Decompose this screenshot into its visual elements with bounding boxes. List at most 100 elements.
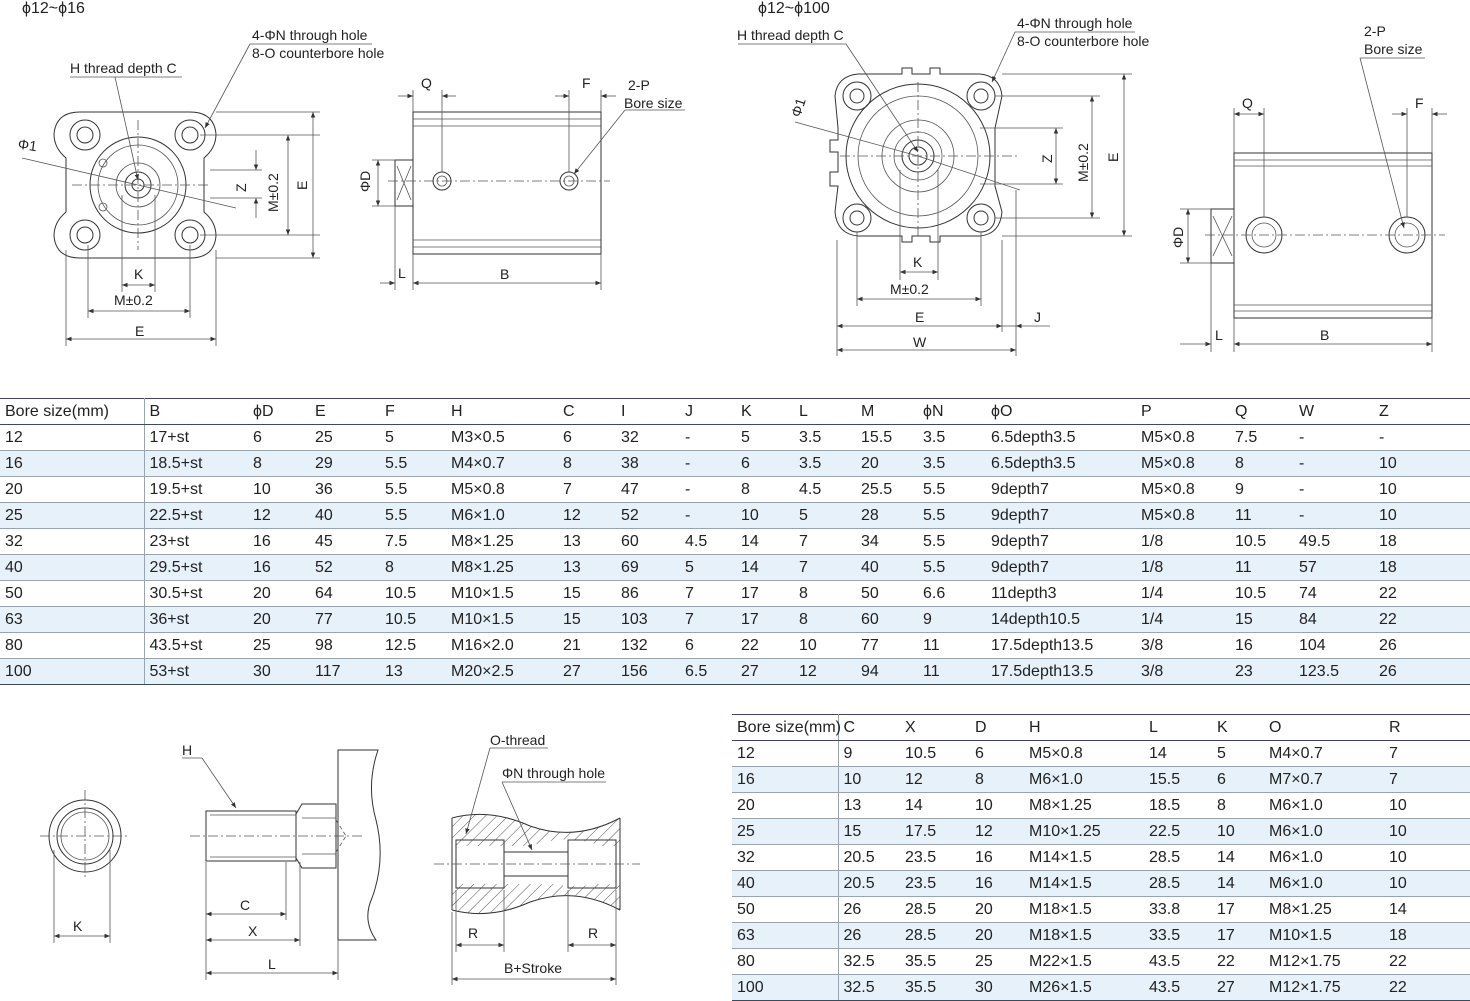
table-cell: 8 [736,476,794,503]
table-cell: 30 [970,974,1024,1001]
table-cell: 25 [248,632,310,659]
table-cell: 8 [794,580,856,607]
label-n-through-hole: ΦN through hole [502,765,605,781]
label-n-hole: 4-ΦN through hole [252,27,368,43]
table-cell: 7.5 [380,528,446,555]
table-cell: 22 [1212,948,1264,975]
table-cell: 17.5 [900,818,970,845]
table-cell: 32 [732,844,839,871]
table-cell: 63 [0,606,145,633]
range-small-title: ϕ12~ϕ16 [22,0,85,17]
table-cell: 25 [970,948,1024,975]
table-cell: M26×1.5 [1024,974,1144,1001]
table-cell: 14 [1384,896,1470,923]
table-cell: 16 [732,766,839,793]
small-side-view: Q F 2-P Bore size ΦD L B [357,75,685,290]
table-cell: 10.5 [380,606,446,633]
table-cell: 26 [1374,632,1470,659]
column-header: ϕN [918,398,986,425]
table-cell: M8×1.25 [1264,896,1384,923]
table-cell: 5 [1212,740,1264,767]
label-b-large: B [1320,327,1329,343]
table-cell: M3×0.5 [446,424,558,451]
table-cell: 12 [900,766,970,793]
table-cell: 38 [616,450,680,477]
table-cell: 3/8 [1136,658,1230,685]
table-cell: 5 [794,502,856,529]
table-cell: M18×1.5 [1024,922,1144,949]
column-header: O [1264,714,1384,741]
table-cell: 6.5depth3.5 [986,450,1136,477]
table-cell: M14×1.5 [1024,870,1144,897]
table-cell: M6×1.0 [1024,766,1144,793]
table-cell: - [1294,424,1374,451]
label-phi1: Φ1 [17,136,38,155]
label-m-horizontal-large: M±0.2 [890,281,929,297]
table-cell: 22 [1384,948,1470,975]
table-cell: 14 [1144,740,1212,767]
table-cell: M5×0.8 [446,476,558,503]
table-cell: 14depth10.5 [986,606,1136,633]
table-cell: 29 [310,450,380,477]
table-cell: M5×0.8 [1136,424,1230,451]
table-cell: 3.5 [794,450,856,477]
table-cell: 50 [0,580,145,607]
table-cell: 1/4 [1136,580,1230,607]
table-cell: 77 [856,632,918,659]
table-cell: - [680,502,736,529]
table-cell: 16 [970,844,1024,871]
label-e-horizontal: E [135,323,144,339]
table-cell: 7 [794,554,856,581]
table-cell: 20 [248,606,310,633]
table-cell: 7 [794,528,856,555]
table-cell: 26 [838,896,900,923]
column-header: D [970,714,1024,741]
table-cell: M16×2.0 [446,632,558,659]
label-thread-c-large: H thread depth C [737,27,844,43]
table-cell: 12.5 [380,632,446,659]
table-cell: 34 [856,528,918,555]
table-cell: 30.5+st [144,580,248,607]
table-cell: M5×0.8 [1136,502,1230,529]
table-cell: 10.5 [1230,528,1294,555]
table-cell: 20 [970,922,1024,949]
label-e-vertical-large: E [1105,153,1121,162]
label-bore-size-large: Bore size [1364,41,1423,57]
table-cell: 1/4 [1136,606,1230,633]
table-cell: 17.5depth13.5 [986,658,1136,685]
table-cell: 33.8 [1144,896,1212,923]
table-cell: 22 [1374,606,1470,633]
label-w: W [913,334,927,350]
table-cell: 19.5+st [144,476,248,503]
table-cell: 6 [736,450,794,477]
table-cell: 52 [616,502,680,529]
table-cell: 6 [970,740,1024,767]
table-cell: M6×1.0 [1264,818,1384,845]
table-cell: 156 [616,658,680,685]
table-cell: 28.5 [900,922,970,949]
table-cell: 13 [380,658,446,685]
table-cell: 10 [1384,818,1470,845]
table-cell: 16 [248,528,310,555]
table-cell: 7.5 [1230,424,1294,451]
table-cell: 13 [558,554,616,581]
table-cell: 14 [1212,870,1264,897]
table-cell: 17 [1212,896,1264,923]
label-j: J [1034,309,1041,325]
table-cell: 43.5 [1144,948,1212,975]
table-cell: 28.5 [900,896,970,923]
table-cell: M6×1.0 [1264,844,1384,871]
table-cell: 12 [558,502,616,529]
table-cell: 32.5 [838,974,900,1001]
column-header: L [794,398,856,425]
table-cell: 22.5+st [144,502,248,529]
table-cell: 9 [918,606,986,633]
table-cell: 5 [736,424,794,451]
